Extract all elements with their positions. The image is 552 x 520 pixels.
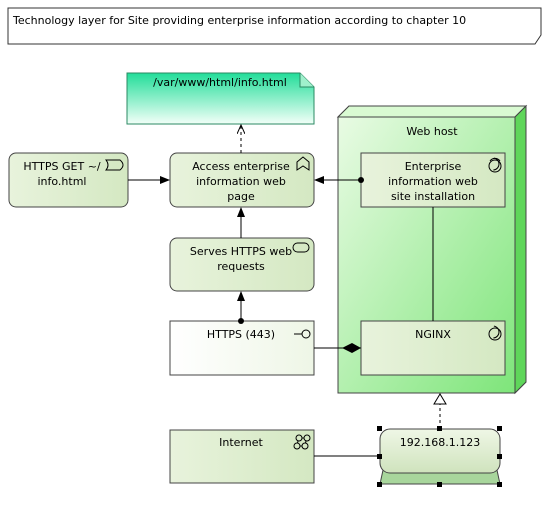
interface-https-get-line1: HTTPS GET ~/ — [23, 160, 101, 173]
event-icon — [104, 159, 124, 171]
system-software-icon — [486, 325, 502, 341]
function-access-page[interactable]: Access enterprise information web page — [169, 152, 315, 208]
nginx-label: NGINX — [415, 328, 451, 341]
interface-https-get[interactable]: HTTPS GET ~/ info.html — [8, 152, 129, 208]
interface-icon — [294, 329, 311, 339]
device-192-168-1-123[interactable]: 192.168.1.123 — [377, 426, 502, 487]
system-software-icon — [486, 157, 502, 173]
site-installation-line1: Enterprise — [405, 160, 462, 173]
service-serves-line2: requests — [217, 260, 265, 273]
realization-arrowhead — [433, 393, 447, 405]
network-internet[interactable]: Internet — [169, 429, 315, 484]
diagram-title: Technology layer for Site providing ente… — [12, 14, 466, 27]
system-software-site-installation[interactable]: Enterprise information web site installa… — [360, 152, 506, 208]
function-icon — [296, 156, 310, 171]
service-serves-https[interactable]: Serves HTTPS web requests — [169, 237, 315, 292]
service-icon — [292, 242, 310, 253]
node-web-host-label: Web host — [406, 125, 458, 138]
function-access-line1: Access enterprise — [192, 160, 290, 173]
site-installation-line3: site installation — [391, 190, 475, 203]
network-icon — [293, 434, 311, 450]
artifact-label: /var/www/html/info.html — [153, 76, 287, 89]
interface-https-443[interactable]: HTTPS (443) — [169, 320, 315, 376]
diagram-title-box[interactable]: Technology layer for Site providing ente… — [7, 7, 542, 45]
interface-https-get-line2: info.html — [38, 175, 87, 188]
device-label: 192.168.1.123 — [400, 436, 480, 449]
function-access-line2: information web — [196, 175, 286, 188]
system-software-nginx[interactable]: NGINX — [360, 320, 506, 376]
internet-label: Internet — [219, 436, 263, 449]
interface-https-443-label: HTTPS (443) — [207, 328, 275, 341]
service-serves-line1: Serves HTTPS web — [190, 245, 292, 258]
site-installation-line2: information web — [388, 175, 478, 188]
artifact-info-html[interactable]: /var/www/html/info.html — [126, 72, 315, 125]
function-access-line3: page — [227, 190, 255, 203]
